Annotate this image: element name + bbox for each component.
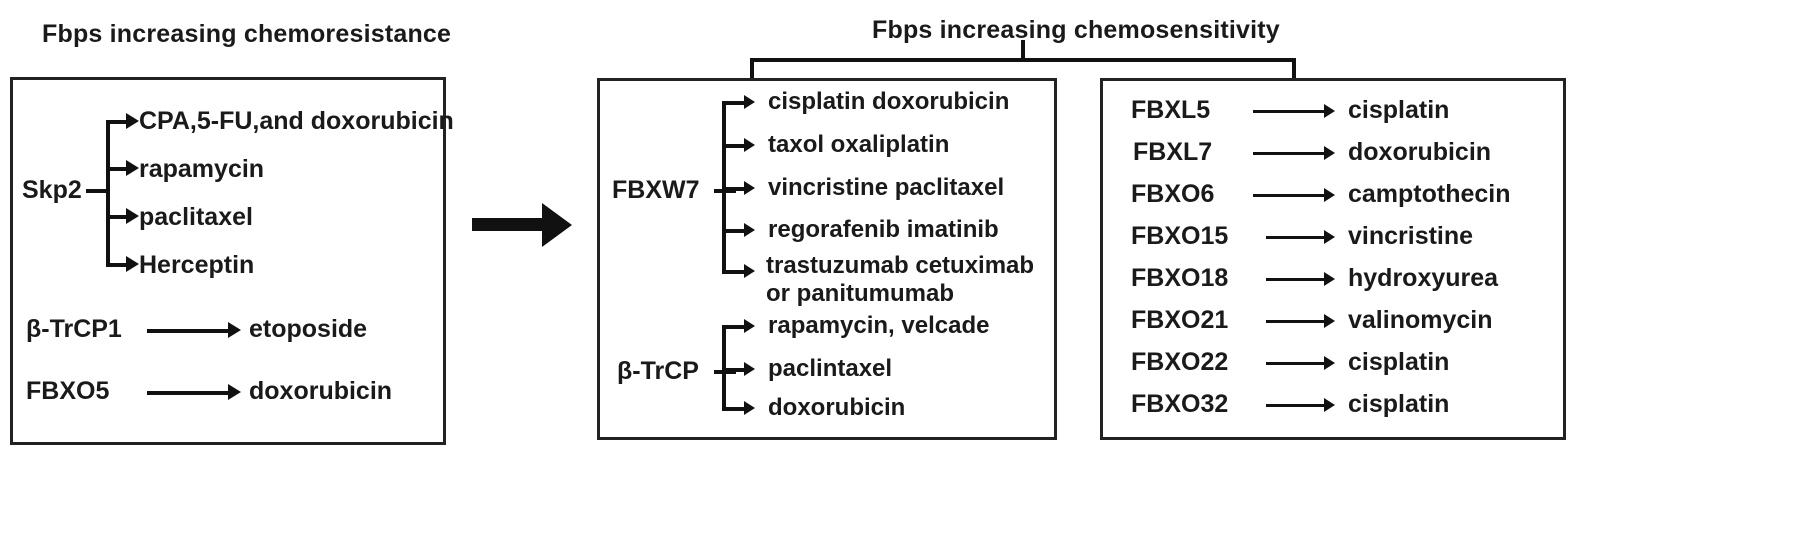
target-fbxl7: doxorubicin (1348, 138, 1492, 166)
protein-btrcp1: β-TrCP1 (26, 315, 122, 343)
transition-arrow-head (542, 203, 572, 247)
right-heading: Fbps increasing chemosensitivity (872, 16, 1280, 44)
protein-fbxo6: FBXO6 (1131, 180, 1215, 208)
target-btrcp-1: rapamycin, velcade (768, 312, 990, 339)
arrow-shaft-fbxo22 (1266, 362, 1326, 365)
arrow-head-fbxo22 (1324, 356, 1335, 370)
arrow-head-fbxo18 (1324, 272, 1335, 286)
target-fbxo22: cisplatin (1348, 348, 1450, 376)
target-fbxw7-4: regorafenib imatinib (768, 216, 999, 243)
target-btrcp1: etoposide (249, 315, 368, 343)
protein-fbxl7: FBXL7 (1133, 138, 1213, 166)
arrow-shaft-fbxo18 (1266, 278, 1326, 281)
arrow-head-fbxo32 (1324, 398, 1335, 412)
target-fbxw7-2: taxol oxaliplatin (768, 131, 950, 158)
arrow-shaft-fbxo6 (1253, 194, 1326, 197)
protein-fbxo22: FBXO22 (1131, 348, 1229, 376)
target-fbxo21: valinomycin (1348, 306, 1493, 334)
protein-btrcp: β-TrCP (617, 357, 699, 385)
target-skp2-4: Herceptin (139, 251, 255, 279)
target-fbxo18: hydroxyurea (1348, 264, 1499, 292)
target-skp2-2: rapamycin (139, 155, 265, 183)
target-fbxo5: doxorubicin (249, 377, 393, 405)
arrow-head-fbxl5 (1324, 104, 1335, 118)
target-btrcp-2: paclintaxel (768, 355, 893, 382)
arrow-head-fbxo15 (1324, 230, 1335, 244)
chemoresistance-panel (10, 77, 446, 445)
chemosensitivity-panel-fbxl-fbxo (1100, 78, 1566, 440)
target-fbxo6: camptothecin (1348, 180, 1511, 208)
target-fbxw7-5-line1: trastuzumab cetuximab (766, 252, 1035, 279)
target-fbxl5: cisplatin (1348, 96, 1450, 124)
target-fbxo32: cisplatin (1348, 390, 1450, 418)
arrow-shaft-fbxo32 (1266, 404, 1326, 407)
target-fbxw7-3: vincristine paclitaxel (768, 174, 1005, 201)
arrow-head-fbxl7 (1324, 146, 1335, 160)
arrow-head-fbxo21 (1324, 314, 1335, 328)
arrow-shaft-fbxl7 (1253, 152, 1326, 155)
left-heading: Fbps increasing chemoresistance (42, 20, 452, 48)
target-fbxw7-1: cisplatin doxorubicin (768, 88, 1010, 115)
arrow-head-btrcp1 (228, 322, 241, 338)
protein-fbxo5: FBXO5 (26, 377, 110, 405)
protein-fbxo18: FBXO18 (1131, 264, 1229, 292)
target-fbxo15: vincristine (1348, 222, 1474, 250)
transition-arrow-shaft (472, 218, 544, 231)
target-skp2-1: CPA,5-FU,and doxorubicin (139, 107, 454, 135)
protein-fbxo21: FBXO21 (1131, 306, 1229, 334)
protein-fbxw7: FBXW7 (612, 176, 700, 204)
arrow-shaft-fbxo5 (147, 391, 230, 395)
protein-fbxo15: FBXO15 (1131, 222, 1229, 250)
arrow-shaft-btrcp1 (147, 329, 230, 333)
protein-fbxl5: FBXL5 (1131, 96, 1211, 124)
target-fbxw7-5-line2: or panitumumab (766, 280, 955, 307)
target-skp2-3: paclitaxel (139, 203, 253, 231)
target-btrcp-3: doxorubicin (768, 394, 906, 421)
arrow-shaft-fbxl5 (1253, 110, 1326, 113)
protein-skp2: Skp2 (22, 176, 82, 204)
protein-fbxo32: FBXO32 (1131, 390, 1229, 418)
arrow-shaft-fbxo15 (1266, 236, 1326, 239)
arrow-head-fbxo6 (1324, 188, 1335, 202)
arrow-shaft-fbxo21 (1266, 320, 1326, 323)
chemosensitivity-panel-fbxw7 (597, 78, 1057, 440)
arrow-head-fbxo5 (228, 384, 241, 400)
